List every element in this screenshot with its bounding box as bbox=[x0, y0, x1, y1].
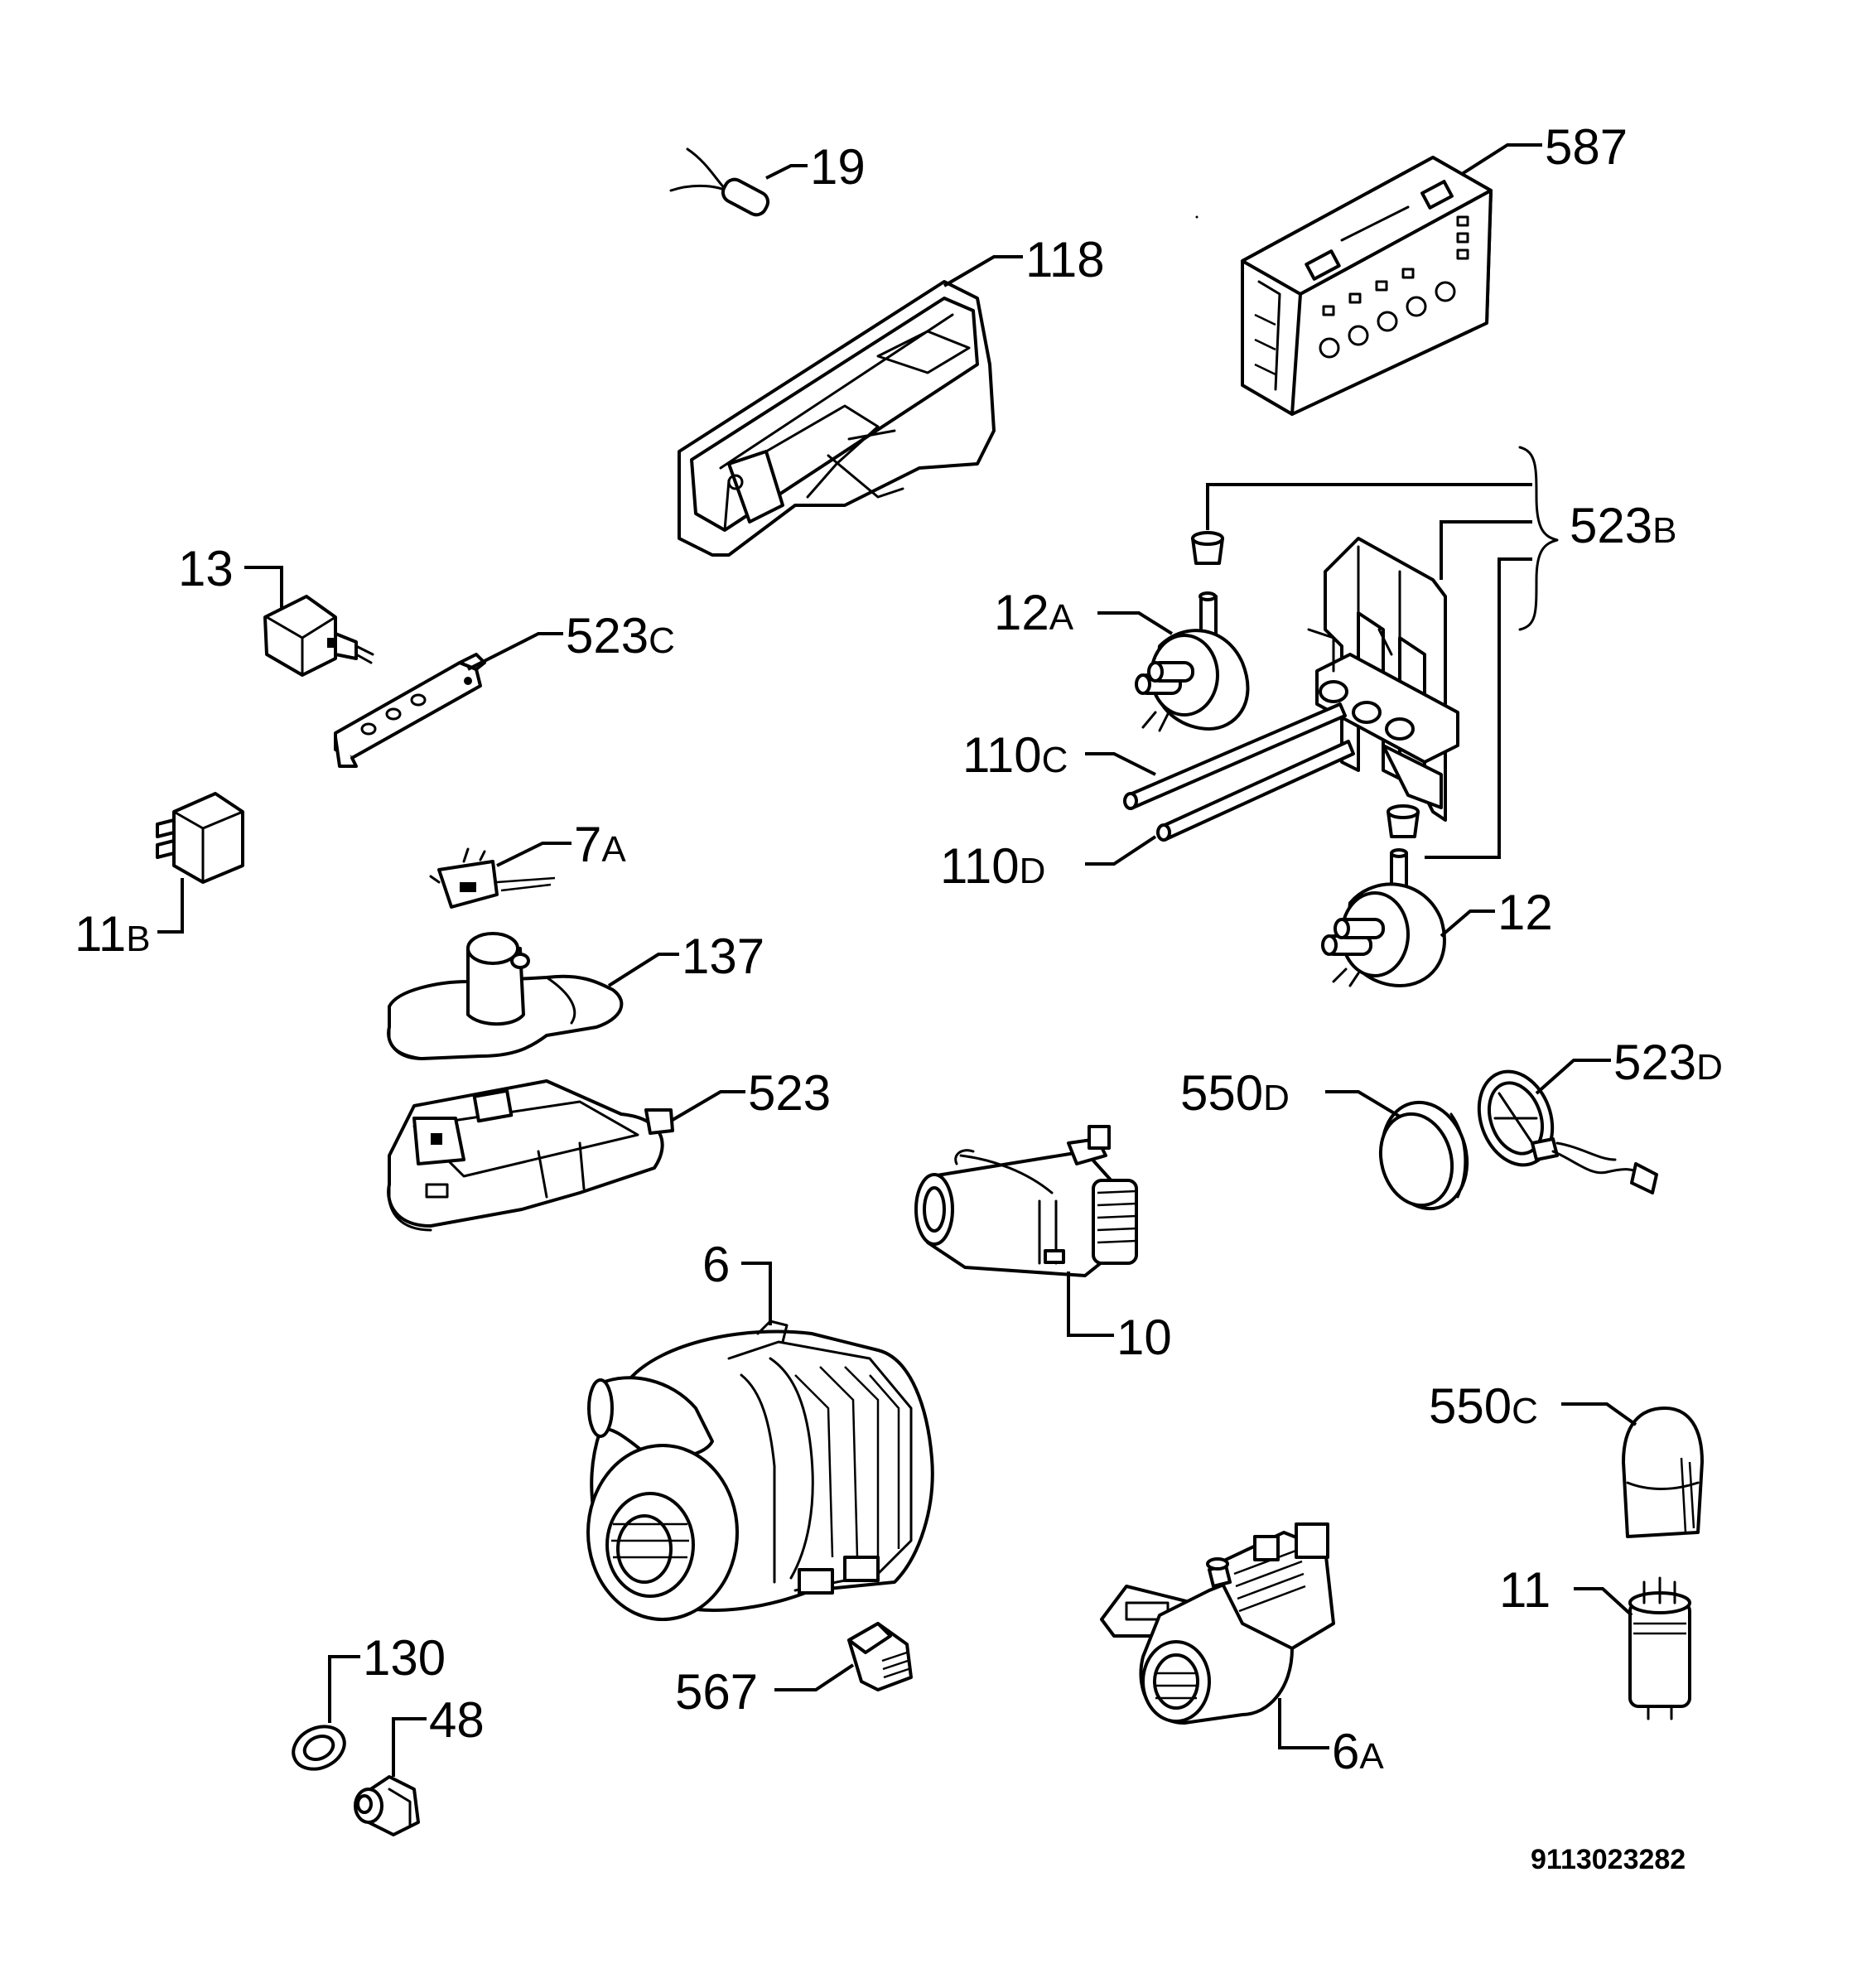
label-550d: 550D bbox=[1180, 1065, 1290, 1121]
leader-110c bbox=[1085, 752, 1156, 776]
label-587: 587 bbox=[1545, 119, 1628, 175]
leader-110d bbox=[1085, 835, 1157, 866]
label-523c: 523C bbox=[566, 608, 675, 663]
part-137-cover bbox=[387, 932, 624, 1060]
diagram-reference-number: 9113023282 bbox=[1531, 1844, 1686, 1875]
part-550d-cap bbox=[1378, 1100, 1469, 1211]
label-130: 130 bbox=[363, 1630, 446, 1686]
part-550c-cap bbox=[1622, 1407, 1704, 1538]
leader-523b-top bbox=[1206, 483, 1532, 530]
part-19-sensor bbox=[669, 147, 770, 217]
leader-11b bbox=[157, 878, 184, 934]
part-587-control-module bbox=[1241, 156, 1493, 416]
leader-523b-low bbox=[1425, 557, 1532, 859]
part-567-connector bbox=[847, 1622, 913, 1691]
leader-6 bbox=[741, 1262, 772, 1325]
part-523b-grommet-top bbox=[1191, 531, 1224, 565]
leader-523c bbox=[467, 632, 563, 671]
part-523b-grommet-bottom bbox=[1387, 804, 1420, 838]
label-12a: 12A bbox=[994, 585, 1074, 640]
leader-587 bbox=[1460, 143, 1542, 176]
label-523b: 523B bbox=[1570, 498, 1676, 553]
leader-137 bbox=[607, 953, 679, 987]
leader-12 bbox=[1440, 910, 1495, 938]
leader-550d bbox=[1325, 1090, 1401, 1118]
label-48: 48 bbox=[429, 1692, 485, 1748]
label-567: 567 bbox=[675, 1664, 758, 1720]
leader-11 bbox=[1574, 1587, 1633, 1617]
part-523b-manifold bbox=[1307, 537, 1459, 822]
leader-523 bbox=[671, 1090, 745, 1122]
label-11b: 11B bbox=[75, 906, 151, 962]
label-11: 11 bbox=[1499, 1562, 1551, 1618]
label-10: 10 bbox=[1117, 1310, 1172, 1365]
label-137: 137 bbox=[682, 929, 764, 984]
part-6-pump-motor bbox=[586, 1320, 934, 1621]
leader-48 bbox=[392, 1717, 427, 1777]
label-19: 19 bbox=[810, 139, 866, 195]
part-48-plug bbox=[354, 1775, 420, 1836]
leader-523d bbox=[1535, 1059, 1611, 1095]
part-523d-sensor bbox=[1477, 1069, 1658, 1194]
leader-10 bbox=[1067, 1271, 1114, 1337]
part-523c-bracket bbox=[334, 653, 486, 768]
leader-130 bbox=[328, 1655, 360, 1723]
leader-550c bbox=[1561, 1402, 1637, 1426]
part-110c-hose bbox=[1123, 702, 1347, 810]
part-110d-hose bbox=[1156, 740, 1355, 842]
leader-6a bbox=[1278, 1698, 1329, 1749]
label-110c: 110C bbox=[962, 727, 1068, 783]
part-13-switch bbox=[263, 595, 374, 677]
part-10-heater bbox=[914, 1125, 1138, 1277]
part-12a-pressure-switch bbox=[1135, 591, 1250, 732]
part-6a-drain-pump bbox=[1100, 1522, 1335, 1725]
label-12: 12 bbox=[1498, 885, 1553, 940]
leader-19 bbox=[765, 164, 808, 180]
part-11-capacitor bbox=[1628, 1576, 1691, 1720]
leader-118 bbox=[943, 255, 1023, 287]
part-118-dispenser bbox=[678, 280, 996, 557]
label-13: 13 bbox=[178, 541, 234, 596]
part-12-pressure-switch bbox=[1321, 848, 1446, 987]
stray-dot bbox=[1195, 215, 1198, 219]
label-523d: 523D bbox=[1613, 1035, 1723, 1090]
label-6: 6 bbox=[702, 1237, 730, 1292]
label-550c: 550C bbox=[1429, 1378, 1538, 1434]
leader-523b-mid bbox=[1440, 520, 1532, 580]
leader-13 bbox=[244, 566, 283, 609]
leader-12a bbox=[1097, 611, 1174, 635]
part-7a-thermostat bbox=[429, 847, 556, 909]
leader-7a bbox=[496, 842, 572, 867]
leader-567 bbox=[774, 1663, 855, 1691]
label-7a: 7A bbox=[574, 817, 626, 872]
part-11b-relay bbox=[156, 792, 244, 884]
label-118: 118 bbox=[1025, 232, 1105, 287]
label-110d: 110D bbox=[940, 838, 1045, 894]
part-130-gasket bbox=[292, 1725, 346, 1771]
label-6a: 6A bbox=[1332, 1724, 1384, 1779]
part-523-tray bbox=[387, 1079, 674, 1232]
label-523: 523 bbox=[748, 1065, 831, 1121]
brace-523b bbox=[1518, 446, 1559, 631]
